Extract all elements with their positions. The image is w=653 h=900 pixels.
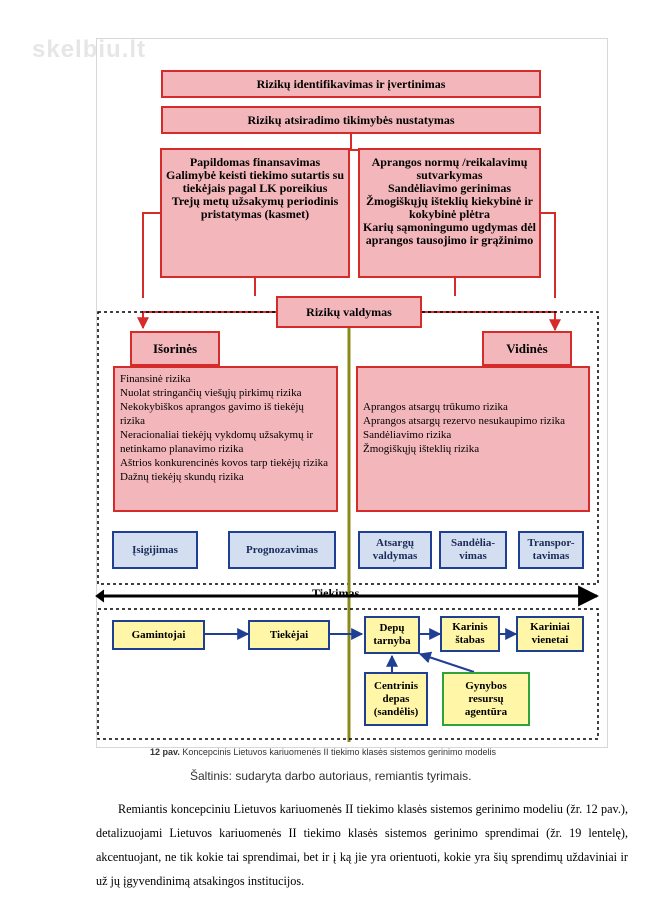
list-item: Aštrios konkurencinės kovos tarp tiekėjų…: [120, 457, 329, 469]
risk-identification-box: Rizikų identifikavimas ir įvertinimas: [161, 70, 541, 98]
acquisition-box: Įsigijimas: [112, 531, 198, 569]
central-depot-box: Centrinis depas (sandėlis): [364, 672, 428, 726]
producers-box: Gamintojai: [112, 620, 205, 650]
list-item: Nuolat stringančių viešųjų pirkimų rizik…: [120, 387, 302, 399]
list-item: Finansinė rizika: [120, 373, 191, 385]
external-measures-box: Papildomas finansavimas Galimybė keisti …: [160, 148, 350, 278]
supply-label: Tiekimas: [312, 586, 360, 600]
military-staff-box: Karinis štabas: [440, 616, 500, 652]
figure-source: Šaltinis: sudaryta darbo autoriaus, remi…: [190, 769, 472, 783]
military-units-box: Kariniai vienetai: [516, 616, 584, 652]
internal-risks-list: Aprangos atsargų trūkumo rizika Aprangos…: [356, 366, 590, 512]
figure-caption: 12 pav. Koncepcinis Lietuvos kariuomenės…: [150, 747, 496, 757]
external-risks-title: Išorinės: [130, 331, 220, 366]
risk-management-box: Rizikų valdymas: [276, 296, 422, 328]
list-item: Aprangos atsargų rezervo nesukaupimo riz…: [363, 415, 566, 427]
suppliers-box: Tiekėjai: [248, 620, 330, 650]
defense-resources-agency-box: Gynybos resursų agentūra: [442, 672, 530, 726]
list-item: Dažnų tiekėjų skundų rizika: [120, 471, 244, 483]
list-item: Žmogiškųjų išteklių rizika: [363, 443, 480, 455]
watermark: skelbiu.lt: [32, 36, 147, 63]
external-risks-list: Finansinė rizika Nuolat stringančių vieš…: [113, 366, 338, 512]
internal-measures-box: Aprangos normų /reikalavimų sutvarkymas …: [358, 148, 541, 278]
body-paragraph: Remiantis koncepciniu Lietuvos kariuomen…: [96, 802, 628, 888]
transport-box: Transpor- tavimas: [518, 531, 584, 569]
forecasting-box: Prognozavimas: [228, 531, 336, 569]
list-item: Neracionaliai tiekėjų vykdomų užsakymų i…: [120, 429, 314, 455]
warehousing-box: Sandėlia- vimas: [439, 531, 507, 569]
internal-risks-title: Vidinės: [482, 331, 572, 366]
figure-number: 12 pav.: [150, 747, 180, 757]
list-item: Nekokybiškos aprangos gavimo iš tiekėjų …: [120, 401, 304, 427]
figure-caption-text: Koncepcinis Lietuvos kariuomenės II tiek…: [182, 747, 497, 757]
list-item: Aprangos atsargų trūkumo rizika: [363, 401, 508, 413]
depot-service-box: Depų tarnyba: [364, 616, 420, 654]
risk-probability-box: Rizikų atsiradimo tikimybės nustatymas: [161, 106, 541, 134]
inventory-management-box: Atsargų valdymas: [358, 531, 432, 569]
list-item: Sandėliavimo rizika: [363, 429, 452, 441]
figure-frame: [96, 38, 608, 748]
